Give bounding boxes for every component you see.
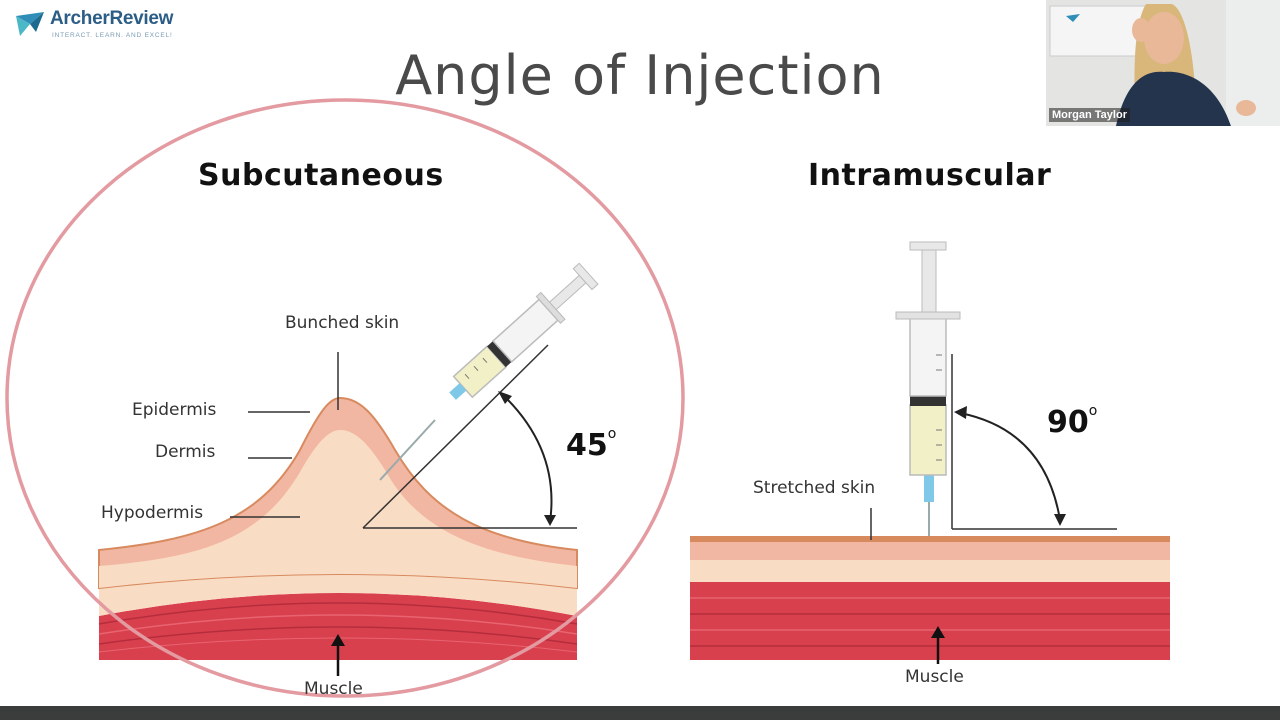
subcutaneous-muscle-label: Muscle [304, 679, 363, 699]
archer-logo-icon [16, 12, 44, 36]
brand-tagline: INTERACT. LEARN. AND EXCEL! [52, 32, 173, 39]
subcutaneous-diagram [98, 262, 599, 676]
highlight-circle [5, 98, 685, 698]
subcutaneous-angle-label: 45o [566, 426, 617, 463]
intramuscular-diagram [690, 241, 1170, 664]
hypodermis-label: Hypodermis [101, 503, 204, 523]
intramuscular-muscle-layer [690, 582, 1170, 660]
stretched-skin-label: Stretched skin [753, 478, 876, 498]
subcutaneous-fat-layer [99, 574, 577, 616]
bunched-skin-label: Bunched skin [285, 313, 400, 333]
archer-review-logo: ArcherReview INTERACT. LEARN. AND EXCEL! [14, 6, 214, 46]
bottom-toolbar-strip [0, 706, 1280, 720]
participant-name: Morgan Taylor [1049, 108, 1130, 122]
intramuscular-heading: Intramuscular [808, 158, 1052, 193]
epidermis-label: Epidermis [132, 400, 217, 420]
subcutaneous-syringe [379, 262, 599, 481]
hypodermis-fold [99, 430, 577, 588]
dermis-label: Dermis [155, 442, 216, 462]
intramuscular-angle-label: 90o [1047, 403, 1098, 440]
subcutaneous-heading: Subcutaneous [198, 158, 444, 193]
stretched-skin-surface [690, 536, 1170, 542]
subcutaneous-muscle-layer [98, 593, 578, 660]
brand-name: ArcherReview [50, 8, 174, 29]
presenter-video-feed [1046, 0, 1280, 126]
slide-title: Angle of Injection [395, 44, 885, 107]
presenter-video-tile[interactable]: Morgan Taylor [1046, 0, 1280, 126]
intramuscular-muscle-label: Muscle [905, 667, 964, 687]
intramuscular-syringe [895, 241, 961, 536]
